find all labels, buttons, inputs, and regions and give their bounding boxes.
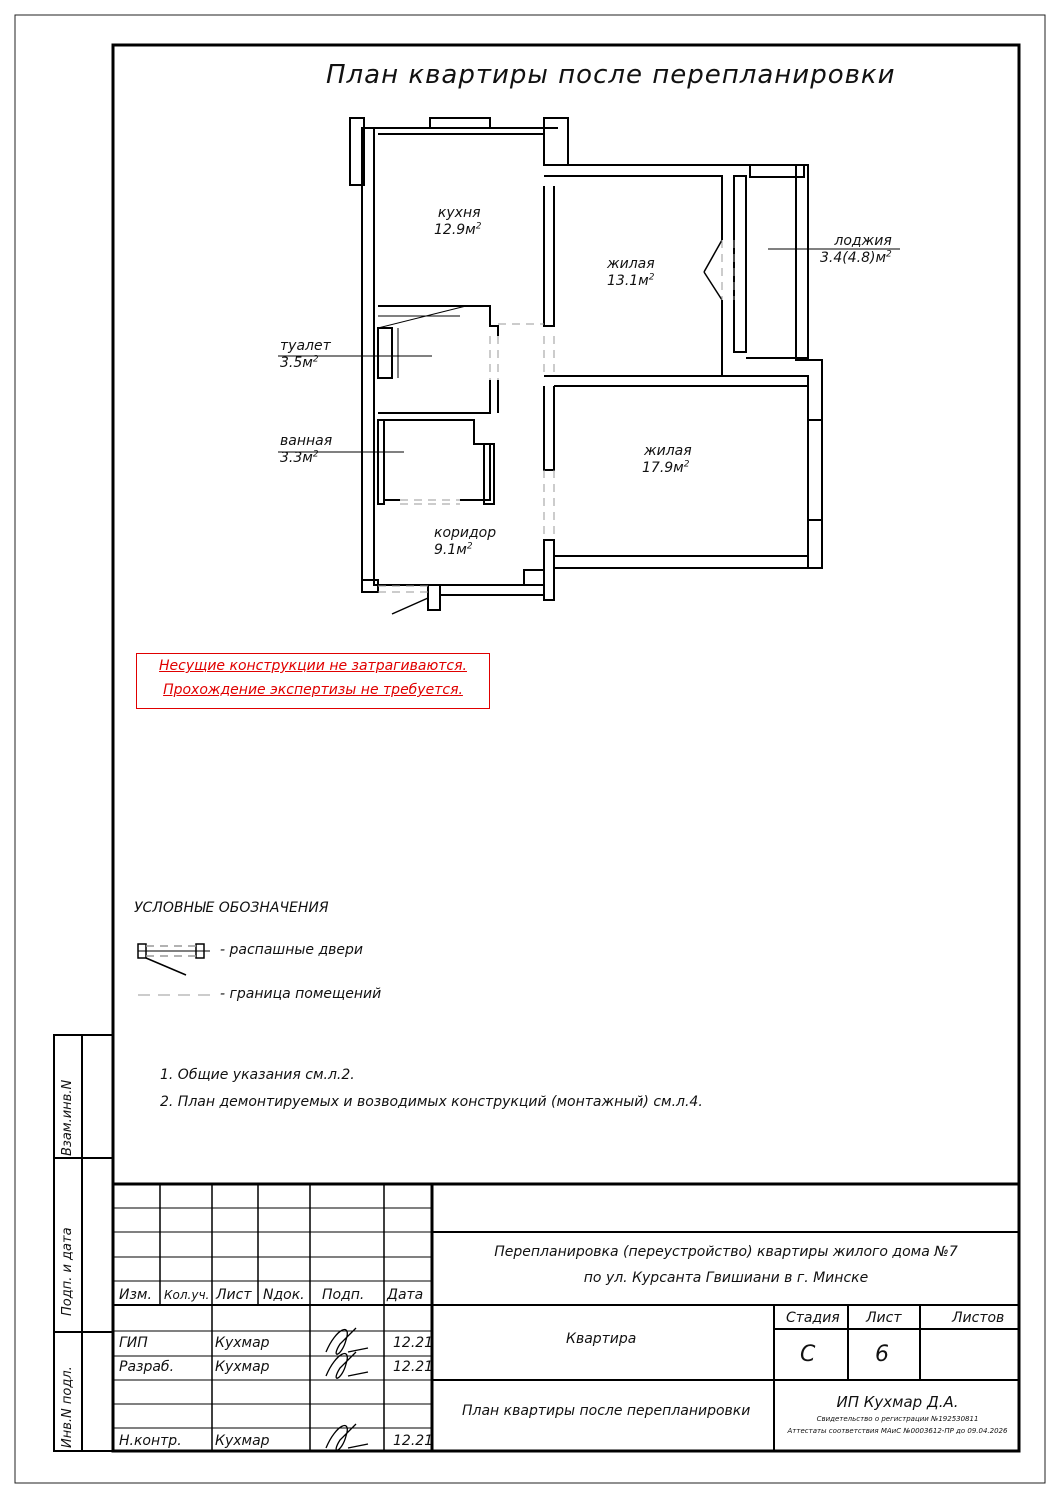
tb-sheet-label: Лист — [866, 1310, 902, 1326]
page-title: План квартиры после перепланировки — [326, 60, 896, 90]
room-bath: ванная 3.3м2 — [280, 433, 332, 467]
tb-header-koluch: Кол.уч. — [164, 1288, 210, 1302]
side-stamp — [53, 1034, 114, 1452]
room-toilet: туалет 3.5м2 — [280, 338, 331, 372]
tb-row-razrab-role: Разраб. — [119, 1359, 175, 1375]
legend-door-symbol — [137, 943, 210, 976]
tb-row-gip-name: Кухмар — [215, 1335, 270, 1351]
warning-box: Несущие конструкции не затрагиваются. Пр… — [136, 653, 490, 709]
room-boundaries — [378, 240, 735, 593]
tb-sheet-value: 6 — [875, 1342, 889, 1367]
tb-company: ИП Кухмар Д.А. — [836, 1393, 959, 1411]
tb-header-ndok: Nдок. — [263, 1287, 305, 1303]
warning-line-2: Прохождение экспертизы не требуется. — [163, 682, 463, 698]
tb-stage-label: Стадия — [786, 1310, 840, 1326]
room-living-2-name: жилая — [644, 443, 692, 459]
tb-object: Квартира — [566, 1331, 637, 1347]
room-toilet-area: 3.5м — [280, 355, 313, 371]
tb-project-line-2: по ул. Курсанта Гвишиани в г. Минске — [583, 1270, 869, 1286]
room-loggia-unit: 2 — [886, 249, 892, 260]
tb-row-nkontr-date: 12.21 — [393, 1433, 434, 1449]
tb-row-razrab-date: 12.21 — [393, 1359, 434, 1375]
leader-lines — [278, 248, 900, 453]
tb-row-nkontr-role: Н.контр. — [119, 1433, 182, 1449]
room-kitchen: кухня 12.9м2 — [434, 205, 481, 239]
legend-doors-label: - распашные двери — [220, 942, 364, 958]
note-2: 2. План демонтируемых и возводимых конст… — [160, 1094, 703, 1110]
tb-header-izm: Изм. — [119, 1287, 152, 1303]
room-corridor-name: коридор — [434, 525, 497, 541]
room-corridor-unit: 2 — [466, 541, 473, 552]
tb-row-razrab-name: Кухмар — [215, 1359, 270, 1375]
room-bath-unit: 2 — [312, 449, 319, 460]
tb-header-list: Лист — [216, 1287, 252, 1303]
legend-title: УСЛОВНЫЕ ОБОЗНАЧЕНИЯ — [134, 900, 329, 916]
tb-header-podp: Подп. — [322, 1287, 365, 1303]
room-loggia-name: лоджия — [834, 233, 892, 249]
room-corridor: коридор 9.1м2 — [434, 525, 496, 559]
tb-cert-1: Свидетельство о регистрации №192530811 — [816, 1415, 979, 1423]
warning-line-1: Несущие конструкции не затрагиваются. — [159, 658, 467, 674]
room-living-1-area: 13.1м — [607, 273, 649, 289]
legend-boundary-label: - граница помещений — [220, 986, 382, 1002]
tb-sheet-title: План квартиры после перепланировки — [462, 1403, 751, 1419]
tb-sheets-label: Листов — [952, 1310, 1005, 1326]
room-loggia-area: 3.4(4.8)м — [820, 250, 887, 266]
title-block-grid — [113, 1182, 1019, 1451]
tb-header-data: Дата — [387, 1287, 424, 1303]
floor-plan — [349, 117, 823, 615]
side-stamp-podp: Подп. и дата — [60, 1227, 75, 1316]
tb-row-gip-date: 12.21 — [393, 1335, 434, 1351]
room-kitchen-area: 12.9м — [434, 222, 476, 238]
room-loggia: лоджия 3.4(4.8)м2 — [820, 233, 892, 267]
room-kitchen-name: кухня — [437, 205, 481, 221]
room-living-1-name: жилая — [607, 256, 655, 272]
room-toilet-name: туалет — [280, 338, 331, 354]
room-bath-area: 3.3м — [280, 450, 313, 466]
room-living-2: жилая 17.9м2 — [642, 443, 692, 477]
signature-icon — [325, 1327, 369, 1451]
room-toilet-unit: 2 — [312, 354, 319, 365]
side-stamp-vzam: Взам.инв.N — [60, 1079, 75, 1156]
room-kitchen-unit: 2 — [475, 221, 482, 232]
tb-project-line-1: Перепланировка (переустройство) квартиры… — [494, 1244, 958, 1260]
side-stamp-inv: Инв.N подл. — [60, 1366, 75, 1448]
tb-row-nkontr-name: Кухмар — [215, 1433, 270, 1449]
room-living-2-area: 17.9м — [642, 460, 684, 476]
tb-row-gip-role: ГИП — [119, 1335, 148, 1351]
tb-stage-value: С — [800, 1342, 816, 1367]
room-living-2-unit: 2 — [683, 459, 690, 470]
room-living-1-unit: 2 — [648, 272, 655, 283]
room-living-1: жилая 13.1м2 — [607, 256, 655, 290]
note-1: 1. Общие указания см.л.2. — [160, 1067, 355, 1083]
room-bath-name: ванная — [280, 433, 333, 449]
tb-cert-2: Аттестаты соответствия МАиС №0003612-ПР … — [787, 1427, 1008, 1435]
outer-frame — [14, 14, 1046, 1484]
room-corridor-area: 9.1м — [434, 542, 467, 558]
inner-frame — [111, 43, 1021, 1453]
